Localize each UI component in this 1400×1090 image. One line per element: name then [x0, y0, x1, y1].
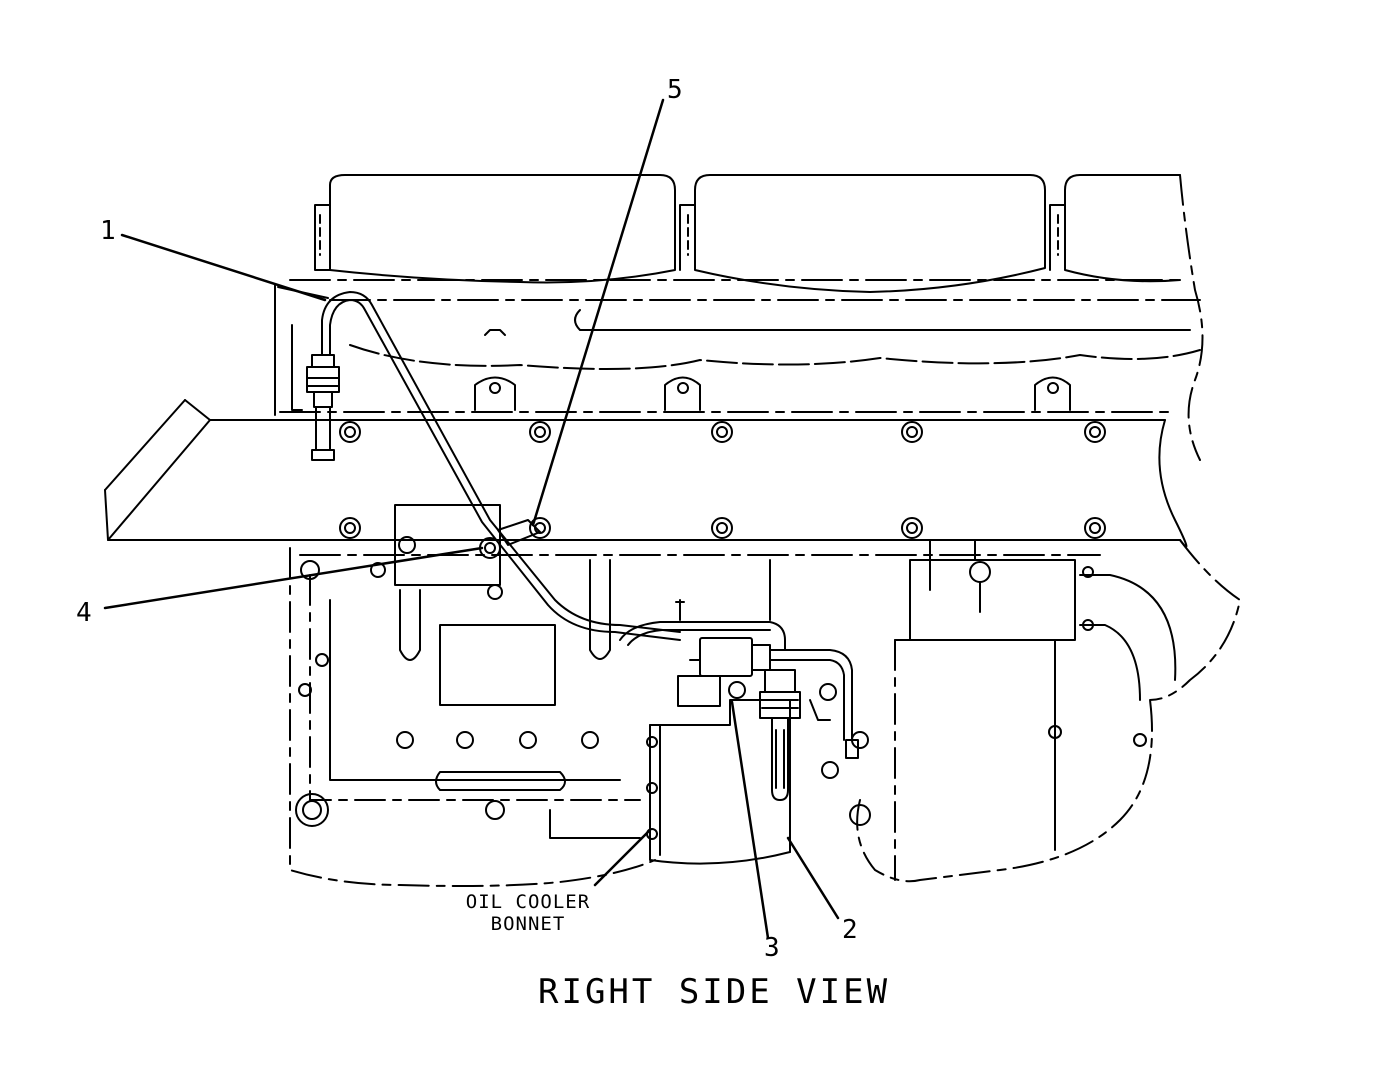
oil-cooler-bonnet: [646, 699, 791, 865]
oil-cooler-label-line1: OIL COOLER: [465, 891, 591, 913]
callout-4: 4: [76, 598, 92, 628]
filter-base: [894, 539, 1177, 881]
leader-5: [531, 98, 665, 527]
callout-5: 5: [667, 75, 683, 105]
view-title: RIGHT SIDE VIEW: [538, 972, 891, 1012]
oil-cooler-bonnet-label: OIL COOLER BONNET: [448, 891, 608, 936]
block-top: [104, 399, 1188, 548]
callout-2: 2: [842, 915, 858, 945]
sensor-1: [277, 286, 681, 641]
callout-1: 1: [100, 216, 116, 246]
engine-block: [289, 504, 1241, 887]
sensor-assembly: [619, 599, 859, 801]
leader-bonnet: [593, 828, 652, 887]
callout-3: 3: [764, 933, 780, 963]
leader-1: [120, 233, 327, 302]
valve-covers: [314, 174, 1181, 293]
leader-lines: [103, 98, 840, 940]
leader-4: [103, 546, 484, 610]
leader-3: [730, 700, 770, 940]
leader-2: [786, 836, 840, 920]
oil-cooler-label-line2: BONNET: [490, 912, 566, 935]
cylinder-head: [274, 174, 1204, 461]
